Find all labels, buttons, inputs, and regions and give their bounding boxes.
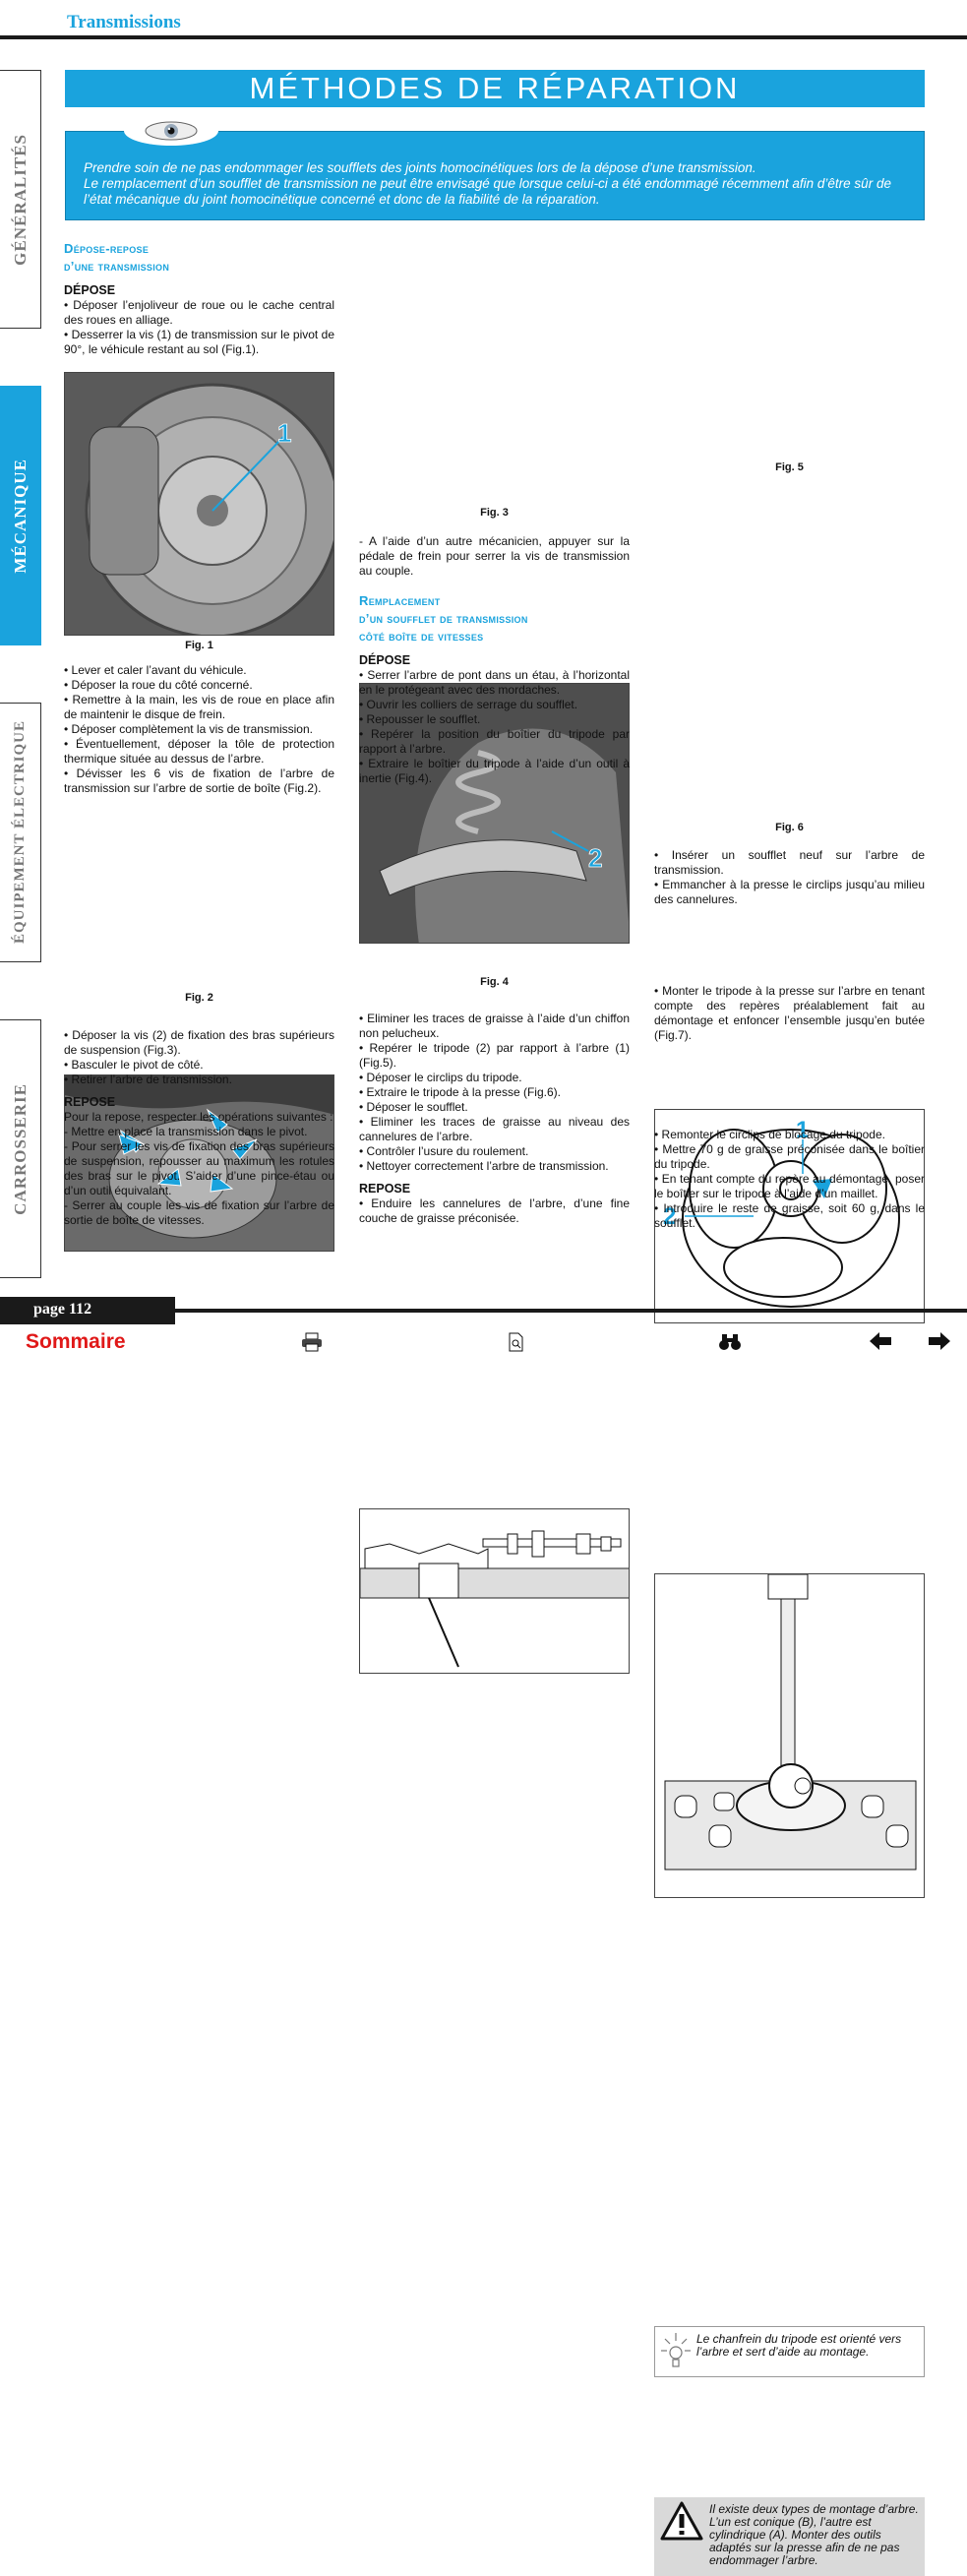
figure-caption: Fig. 5 [775, 461, 804, 473]
tab-equipement-electrique[interactable]: ÉQUIPEMENT ÉLECTRIQUE [0, 703, 41, 962]
figure-2 [64, 1074, 334, 1252]
column-3-text-2: • Monter le tripode à la presse sur l’ar… [654, 984, 925, 1043]
page-number: page 112 [0, 1297, 175, 1324]
subheading-depose: DÉPOSE [64, 283, 116, 297]
paragraph: • Mettre 70 g de graisse préconisée dans… [654, 1142, 925, 1171]
paragraph: • Introduire le reste de graisse, soit 6… [654, 1201, 925, 1230]
paragraph: • Déposer la roue du côté concerné. [64, 678, 253, 692]
lightbulb-icon [661, 2333, 691, 2367]
arrow-left-icon[interactable] [870, 1332, 891, 1356]
paragraph: - Serrer au couple les vis de fixation s… [64, 1198, 334, 1227]
paragraph: • Dévisser les 6 vis de fixation de l’ar… [64, 767, 334, 795]
paragraph: • Repérer le tripode (2) par rapport à l… [359, 1041, 630, 1070]
eye-icon [124, 116, 218, 146]
column-2-text-2: • Eliminer les traces de graisse à l’aid… [359, 1012, 630, 1226]
figure-4 [359, 1508, 630, 1674]
subheading-repose: REPOSE [64, 1095, 116, 1109]
figure-6 [654, 1573, 925, 1898]
paragraph: • Remonter le circlips de blocage du tri… [654, 1128, 885, 1141]
paragraph: • Éventuellement, déposer la tôle de pro… [64, 737, 334, 766]
subheading-depose: DÉPOSE [359, 653, 411, 667]
binoculars-icon[interactable] [718, 1332, 742, 1358]
info-box: Prendre soin de ne pas endommager les so… [65, 131, 925, 220]
note-box: Le chanfrein du tripode est orienté vers… [654, 2326, 925, 2377]
figure-5: 1 2 [654, 1109, 925, 1323]
figure-caption: Fig. 2 [185, 992, 213, 1004]
paragraph: • Monter le tripode à la presse sur l’ar… [654, 984, 925, 1042]
paragraph: • Nettoyer correctement l’arbre de trans… [359, 1159, 609, 1173]
warning-text: Il existe deux types de montage d’arbre.… [709, 2502, 919, 2567]
column-3-text-3: • Remonter le circlips de blocage du tri… [654, 1128, 925, 1231]
paragraph: • Déposer le soufflet. [359, 1100, 468, 1114]
tab-label: CARROSSERIE [10, 1082, 30, 1215]
header-rule [0, 35, 967, 39]
fig3-callout: 2 [588, 843, 602, 873]
paragraph: • Extraire le boîtier du tripode à l’aid… [359, 757, 630, 785]
figure-caption: Fig. 1 [185, 640, 213, 651]
tab-generalites[interactable]: GÉNÉRALITÉS [0, 70, 41, 329]
paragraph: • Desserrer la vis (1) de transmission s… [64, 328, 334, 356]
figure-caption: Fig. 6 [775, 822, 804, 833]
paragraph: • Déposer la vis (2) de fixation des bra… [64, 1028, 334, 1057]
warning-icon [660, 2501, 703, 2541]
paragraph: • Ouvrir les colliers de serrage du souf… [359, 698, 578, 711]
paragraph: • Extraire le tripode à la presse (Fig.6… [359, 1085, 561, 1099]
paragraph: • En tenant compte du repère au démontag… [654, 1172, 925, 1200]
column-2-text-1: - A l’aide d’un autre mécanicien, appuye… [359, 534, 630, 786]
fig1-callout: 1 [277, 418, 291, 448]
paragraph: - Pour serrer les vis de fixation des br… [64, 1139, 334, 1197]
paragraph: • Emmancher à la presse le circlips jusq… [654, 878, 925, 906]
paragraph: • Remettre à la main, les vis de roue en… [64, 693, 334, 721]
paragraph: • Retirer l’arbre de transmission. [64, 1073, 232, 1086]
paragraph: • Repousser le soufflet. [359, 712, 481, 726]
figure-caption: Fig. 3 [480, 507, 509, 519]
paragraph: • Déposer le circlips du tripode. [359, 1071, 522, 1084]
subheading-repose: REPOSE [359, 1182, 411, 1196]
tab-carrosserie[interactable]: CARROSSERIE [0, 1019, 41, 1278]
paragraph: • Eliminer les traces de graisse à l’aid… [359, 1012, 630, 1040]
paragraph: • Déposer l’enjoliveur de roue ou le cac… [64, 298, 334, 327]
paragraph: • Repérer la position du boîtier du trip… [359, 727, 630, 756]
footer-rule [0, 1309, 967, 1313]
figure-1: 1 [64, 372, 334, 636]
paragraph: • Enduire les cannelures de l’arbre, d’u… [359, 1196, 630, 1225]
tab-label: GÉNÉRALITÉS [10, 133, 30, 266]
search-page-icon[interactable] [508, 1332, 525, 1358]
paragraph: • Basculer le pivot de côté. [64, 1058, 204, 1072]
paragraph: • Déposer complètement la vis de transmi… [64, 722, 313, 736]
info-line: Le remplacement d’un soufflet de transmi… [84, 176, 891, 207]
paragraph: • Serrer l’arbre de pont dans un étau, à… [359, 668, 630, 697]
paragraph: • Eliminer les traces de graisse au nive… [359, 1115, 630, 1143]
paragraph: • Contrôler l’usure du roulement. [359, 1144, 529, 1158]
print-icon[interactable] [301, 1332, 323, 1358]
tab-mecanique[interactable]: MÉCANIQUE [0, 386, 41, 645]
fig5-callout-1: 1 [796, 1117, 809, 1143]
paragraph: • Insérer un soufflet neuf sur l’arbre d… [654, 848, 925, 877]
figure-3: 2 [359, 683, 630, 944]
info-line: Prendre soin de ne pas endommager les so… [84, 160, 756, 175]
paragraph: Pour la repose, respecter les opérations… [64, 1110, 333, 1124]
paragraph: • Lever et caler l’avant du véhicule. [64, 663, 247, 677]
section-title: Transmissions [67, 12, 181, 32]
column-1-text-3: • Déposer la vis (2) de fixation des bra… [64, 1028, 334, 1228]
warning-box: Il existe deux types de montage d’arbre.… [654, 2497, 925, 2576]
arrow-right-icon[interactable] [929, 1332, 950, 1356]
tab-label: ÉQUIPEMENT ÉLECTRIQUE [12, 720, 28, 945]
note-text: Le chanfrein du tripode est orienté vers… [696, 2332, 902, 2359]
sommaire-link[interactable]: Sommaire [26, 1330, 126, 1353]
page-banner: MÉTHODES DE RÉPARATION [65, 70, 925, 107]
figure-caption: Fig. 4 [480, 976, 509, 988]
fig5-callout-2: 2 [663, 1203, 676, 1230]
tab-label: MÉCANIQUE [10, 458, 30, 574]
paragraph: - A l’aide d’un autre mécanicien, appuye… [359, 534, 630, 578]
column-1-text-2: • Lever et caler l’avant du véhicule. • … [64, 663, 334, 796]
paragraph: - Mettre en place la transmission dans l… [64, 1125, 308, 1138]
column-3-text-1: • Insérer un soufflet neuf sur l’arbre d… [654, 848, 925, 907]
